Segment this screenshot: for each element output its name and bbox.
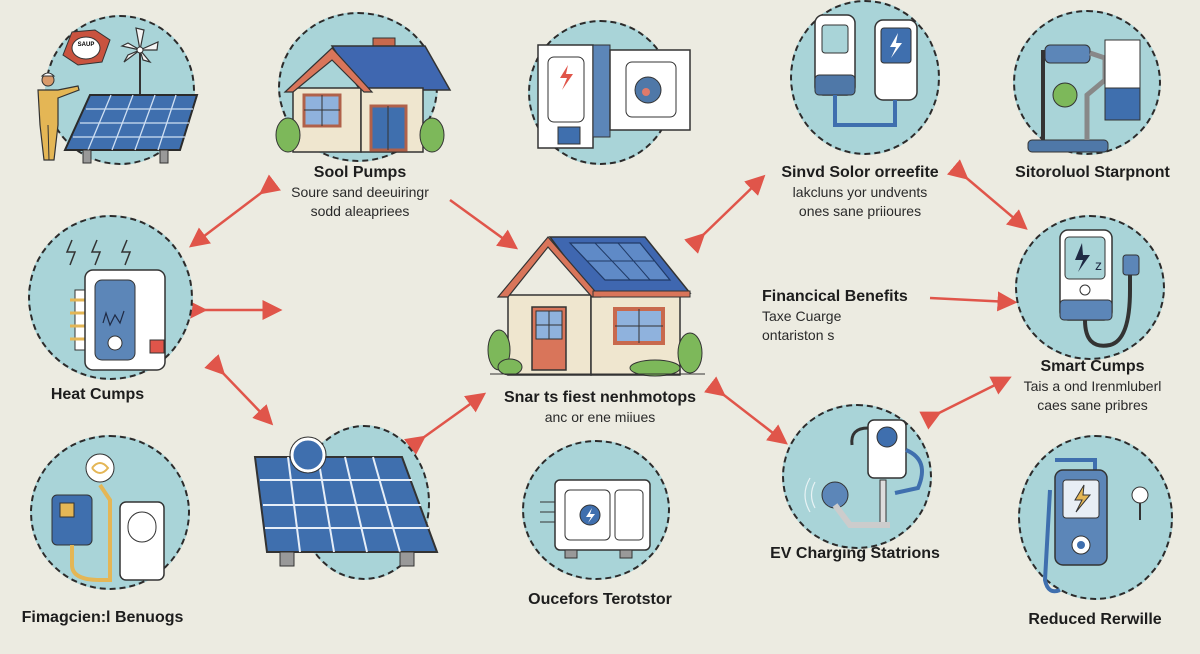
node-title: Smart Cumps [1040,358,1145,375]
node-sitoroluol: Sitoroluol Starpnont [995,0,1200,190]
smart-charger-icon: z [1059,229,1140,348]
center-subtitle: anc or ene miiues [544,409,656,425]
node-line-1: Taxe Cuarge [762,308,842,324]
svg-text:SAUP: SAUP [78,42,95,48]
node-center-house: Snar ts fiest nenhmotops anc or ene miiu… [480,225,720,430]
node-smart-cumps: z Smart Cumps Tais a ond Irenmluberl cae… [1005,210,1200,420]
node-line-2: ones sane priioures [798,203,922,219]
node-line-2: caes sane pribres [1037,397,1148,413]
node-title: Oucefors Terotstor [528,591,672,608]
node-title: Sitoroluol Starpnont [1015,164,1170,181]
heat-pump-icon [65,239,166,371]
house-icon [275,37,452,153]
ev-charger-icon [804,419,924,528]
node-line-1: Tais a ond Irenmluberl [1023,378,1162,394]
node-ev-charging: EV Charging Statrions [760,400,960,575]
node-oucefors-terotstor: Oucefors Terotstor [500,440,700,615]
smart-meter-icon [814,14,918,127]
node-fimagcienl-benuogs: Fimagcien:l Benuogs [0,430,210,640]
inverter-box-icon [540,479,651,559]
node-line-2: ontariston s [762,327,835,343]
node-sool-pumps: Sool Pumps Soure sand deeuiringr sodd al… [260,0,460,225]
svg-text:z: z [1095,257,1102,273]
inverter-battery-icon [537,44,691,149]
node-title: Heat Cumps [50,386,145,403]
node-title: Sool Pumps [313,164,407,181]
node-title: Fimagcien:l Benuogs [21,609,184,626]
node-solar-windmill: SAUP [0,0,210,180]
meter-plug-icon [51,453,165,582]
node-reduced-rerwille: Reduced Rerwille [1000,430,1200,640]
node-inverter [510,20,700,190]
node-financial-benefits: Financical Benefits Taxe Cuarge ontarist… [762,287,942,347]
node-line-1: lakcluns yor undvents [792,184,928,200]
node-line-2: sodd aleapriees [310,203,410,219]
node-title: Reduced Rerwille [1028,611,1162,628]
node-heat-cumps: Heat Cumps [0,215,200,410]
node-line-1: Soure sand deeuiringr [291,184,429,200]
node-title: Financical Benefits [762,288,908,305]
solar-panel-sun-icon [253,436,439,567]
arrow-heat-panel [204,354,274,426]
solar-panel-windmill-worker-icon: SAUP [37,27,199,164]
node-title: EV Charging Statrions [770,545,940,562]
solar-house-icon [487,236,705,377]
center-title: Snar ts fiest nenhmotops [503,389,697,406]
charging-post-icon [1027,39,1141,153]
node-solar-panel-sun [240,420,440,590]
node-sinvd-solor: Sinvd Solor orreefite lakcluns yor undve… [760,0,960,225]
arrow-soolpumps-heat [189,174,282,248]
wall-charger-icon [1042,458,1149,594]
node-title: Sinvd Solor orreefite [781,164,939,181]
